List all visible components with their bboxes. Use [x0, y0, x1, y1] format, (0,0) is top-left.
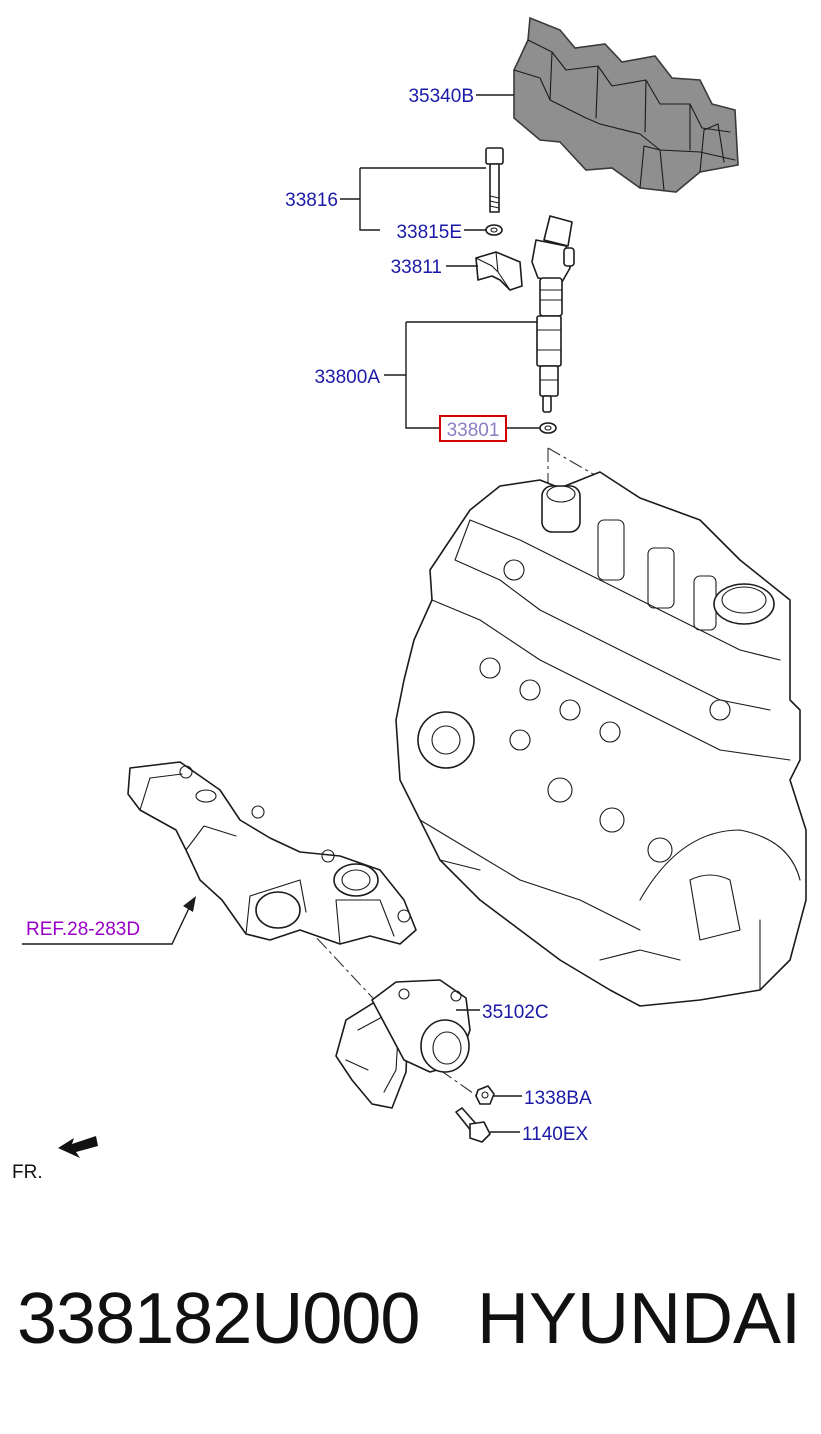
front-marker-label: FR.	[12, 1162, 43, 1183]
bolt-head	[485, 147, 504, 165]
leader-bolt-bracket	[340, 167, 486, 231]
label-nut[interactable]: 1338BA	[524, 1088, 592, 1109]
injector-ribs	[536, 289, 563, 381]
fastener-alignment-line	[439, 1069, 481, 1099]
nut-hole	[481, 1091, 489, 1099]
engine-ribs	[419, 819, 761, 991]
engine-cover-slot	[639, 123, 725, 191]
clamp-detail	[475, 251, 511, 291]
manifold-boss-1	[179, 765, 193, 779]
manifold-sensor	[195, 789, 217, 803]
throttle-bore-inner	[432, 1031, 462, 1065]
clamp-33811[interactable]	[475, 251, 523, 291]
oil-filler-cap	[713, 583, 775, 625]
manifold-port-inner	[341, 869, 371, 891]
nut-body	[475, 1085, 495, 1105]
bolt-shank	[489, 163, 500, 213]
injector-nozzle	[542, 395, 552, 413]
nut-1338ba[interactable]	[475, 1085, 495, 1105]
label-clamp[interactable]: 33811	[391, 257, 442, 278]
manifold-boss-4	[397, 909, 411, 923]
arrow-icon	[58, 1136, 98, 1158]
engine-outline	[395, 471, 807, 1007]
manifold-detail	[139, 773, 395, 945]
engine-cover[interactable]	[513, 16, 739, 193]
label-washer-bolt[interactable]: 33815E	[396, 222, 462, 243]
pulley-hub	[431, 725, 461, 755]
flange-bolt-1140ex[interactable]	[455, 1107, 491, 1143]
intake-manifold	[127, 761, 417, 945]
brand-name: HYUNDAI	[476, 1279, 801, 1359]
leader-reference	[22, 905, 191, 945]
washer-33801-hole	[544, 425, 552, 431]
washer-33815e[interactable]	[485, 224, 503, 236]
injector-bore-2	[597, 519, 625, 581]
throttle-body-35102c[interactable]	[335, 979, 471, 1109]
engine-cover-detail	[513, 39, 736, 161]
manifold-port	[333, 863, 379, 897]
label-injector-washer[interactable]: 33801	[447, 420, 500, 441]
washer-hole	[490, 227, 498, 233]
engine-port-5	[599, 721, 621, 743]
bolt-33816[interactable]	[485, 147, 504, 213]
manifold-body	[127, 761, 417, 945]
clamp-body	[475, 251, 523, 291]
injector-lower-body	[539, 365, 559, 397]
cylinder-head	[431, 519, 791, 761]
reference-arrowhead	[183, 896, 196, 912]
footer: 338182U000 HYUNDAI	[0, 1278, 821, 1378]
injector-bore-3	[647, 547, 675, 609]
label-bolt[interactable]: 33816	[285, 190, 338, 211]
engine-port-1	[503, 559, 525, 581]
manifold-flange	[255, 891, 301, 929]
flywheel-housing	[639, 829, 801, 941]
injector-bore-1	[541, 485, 581, 533]
engine-port-3	[519, 679, 541, 701]
injector-connector	[543, 215, 573, 247]
label-cover[interactable]: 35340B	[408, 86, 474, 107]
washer-33801[interactable]	[539, 422, 557, 434]
injector-33800a[interactable]	[531, 215, 575, 413]
flange-bolt-head	[469, 1121, 491, 1143]
engine-port-6	[709, 699, 731, 721]
engine-port-9	[599, 807, 625, 833]
label-flange-bolt[interactable]: 1140EX	[522, 1124, 589, 1145]
oil-filler-cap-inner	[721, 586, 767, 614]
label-injector-assy[interactable]: 33800A	[314, 367, 380, 388]
injector-body	[536, 315, 562, 367]
engine-port-8	[547, 777, 573, 803]
highlight-box	[439, 415, 507, 442]
throttle-mount-1	[398, 988, 410, 1000]
leader-injector-bracket	[384, 321, 537, 429]
manifold-boss-3	[321, 849, 335, 863]
pulley	[417, 711, 475, 769]
engine-port-7	[509, 729, 531, 751]
bolt-thread	[489, 195, 500, 209]
label-reference[interactable]: REF.28-283D	[26, 919, 140, 940]
engine-cover-shape	[513, 16, 739, 193]
injector-return-port	[563, 247, 575, 267]
part-number: 338182U000	[17, 1279, 420, 1359]
engine-block	[395, 471, 807, 1007]
label-throttle-body[interactable]: 35102C	[482, 1002, 549, 1023]
throttle-mount-2	[450, 990, 462, 1002]
engine-port-2	[479, 657, 501, 679]
injector-upper-body	[539, 277, 563, 317]
manifold-boss-2	[251, 805, 265, 819]
engine-port-4	[559, 699, 581, 721]
injector-bore-1-top	[546, 485, 576, 503]
engine-port-10	[647, 837, 673, 863]
